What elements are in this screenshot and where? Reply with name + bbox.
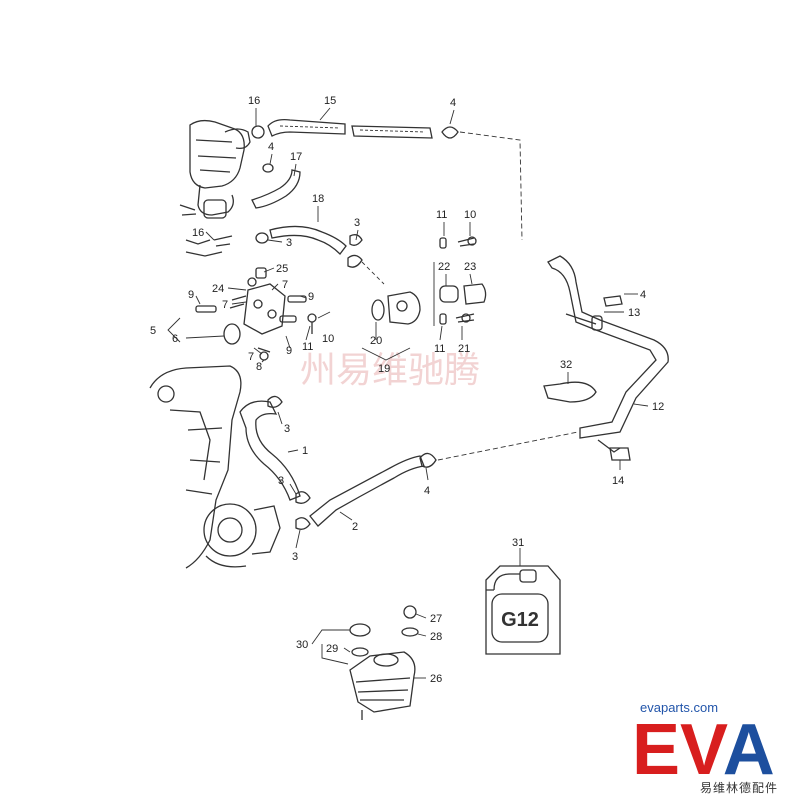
callout-17: 17 — [290, 151, 302, 163]
callout-20: 20 — [370, 335, 382, 347]
hose-15 — [267, 118, 433, 139]
eva-logo: evaparts.com EVA 易维林德配件 — [632, 700, 778, 795]
bracket-32 — [543, 381, 597, 403]
callout-21: 21 — [458, 343, 470, 355]
watermark-text: 州易维驰腾 — [300, 350, 480, 391]
clamp-3-e — [295, 491, 311, 504]
callout-7-c: 7 — [248, 351, 254, 363]
callout-10-a: 10 — [464, 209, 476, 221]
route-line-valve — [361, 261, 385, 285]
hose-17 — [251, 169, 301, 209]
callout-10-b: 10 — [322, 333, 334, 345]
pipe-end-14 — [597, 439, 621, 453]
hose-18 — [269, 225, 347, 255]
callout-9-b: 9 — [308, 291, 314, 303]
hose-2 — [309, 455, 425, 527]
pipe-12 — [547, 255, 669, 439]
callout-24: 24 — [212, 283, 224, 295]
callout-4-top: 4 — [450, 97, 456, 109]
clamp-3-c — [347, 254, 363, 268]
callout-9-a: 9 — [188, 289, 194, 301]
callout-16-top: 16 — [248, 95, 260, 107]
callout-4-bottom: 4 — [424, 485, 430, 497]
route-line-top — [459, 131, 523, 241]
callout-19: 19 — [378, 363, 390, 375]
callout-30: 30 — [296, 639, 308, 651]
clip-parts-group — [433, 236, 487, 326]
callout-3-e: 3 — [292, 551, 298, 563]
clamp-4-bottom — [419, 452, 437, 468]
callout-31: 31 — [512, 537, 524, 549]
clamp-3-a — [349, 234, 363, 246]
clamp-3-b — [255, 232, 269, 244]
callout-13: 13 — [628, 307, 640, 319]
cap-4-right — [603, 295, 623, 307]
callout-23: 23 — [464, 261, 476, 273]
callout-1: 1 — [302, 445, 308, 457]
callout-32: 32 — [560, 359, 572, 371]
coolant-canister: G12 — [485, 565, 561, 655]
callout-4-small: 4 — [268, 141, 274, 153]
callout-2: 2 — [352, 521, 358, 533]
callout-11-b: 11 — [302, 341, 313, 353]
clamp-16-top — [251, 125, 265, 139]
callout-6: 6 — [172, 333, 178, 345]
callout-3-a: 3 — [354, 217, 360, 229]
callout-8: 8 — [256, 361, 262, 373]
callout-26: 26 — [430, 673, 442, 685]
pipe-branch — [565, 313, 597, 325]
valve-19 — [371, 291, 421, 325]
clamp-3-d — [267, 395, 283, 408]
clamp-4-small — [262, 163, 274, 173]
callout-18: 18 — [312, 193, 324, 205]
brand-subtitle: 易维林德配件 — [700, 780, 778, 795]
callout-22: 22 — [438, 261, 450, 273]
junction-block — [195, 267, 317, 361]
clamp-16-b — [213, 235, 233, 247]
callout-7-b: 7 — [282, 279, 288, 291]
bolt-14 — [609, 447, 631, 461]
callout-29: 29 — [326, 643, 338, 655]
callout-27: 27 — [430, 613, 442, 625]
route-line-bottom — [437, 431, 579, 461]
callout-12: 12 — [652, 401, 664, 413]
callout-labels: 16 15 4 4 17 18 3 16 3 11 10 22 23 25 24… — [150, 95, 664, 685]
expansion-tank — [349, 605, 419, 720]
callout-28: 28 — [430, 631, 442, 643]
callout-14: 14 — [612, 475, 624, 487]
callout-11-a: 11 — [436, 209, 447, 221]
callout-16-b: 16 — [192, 227, 204, 239]
callout-3-d: 3 — [278, 475, 284, 487]
callout-11-c: 11 — [434, 343, 445, 355]
engine-block — [149, 365, 281, 569]
pipe-nipple-13 — [591, 315, 603, 331]
brand-url: evaparts.com — [640, 700, 718, 715]
callout-4-right: 4 — [640, 289, 646, 301]
callout-5: 5 — [150, 325, 156, 337]
clamp-3-f — [295, 517, 311, 530]
heater-valve-assembly — [179, 119, 251, 257]
callout-15: 15 — [324, 95, 336, 107]
clamp-4-top — [441, 126, 459, 139]
leader-lines — [167, 107, 649, 679]
canister-label: G12 — [501, 609, 539, 631]
callout-25: 25 — [276, 263, 288, 275]
brand-logo-text: EVA — [632, 710, 775, 790]
callout-3-b: 3 — [286, 237, 292, 249]
callout-3-c: 3 — [284, 423, 290, 435]
callout-9-c: 9 — [286, 345, 292, 357]
callout-7-a: 7 — [222, 299, 228, 311]
